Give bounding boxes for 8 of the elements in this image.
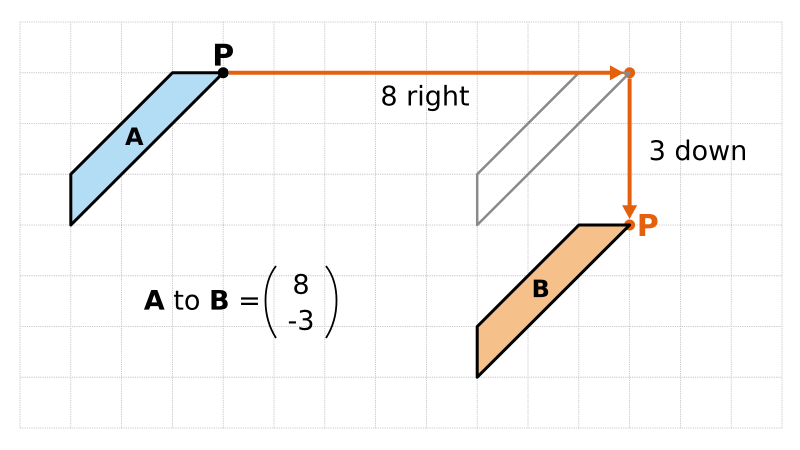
point-label: P [640,214,658,236]
column-vector: 8 -3 [264,265,338,339]
point-dot [624,67,636,78]
edge-label: 3 down [650,140,745,160]
edge-label: 8 right [382,84,469,112]
outline-shape [476,72,631,226]
point-label: P [214,44,233,66]
equation-text: A to B = [144,290,258,310]
